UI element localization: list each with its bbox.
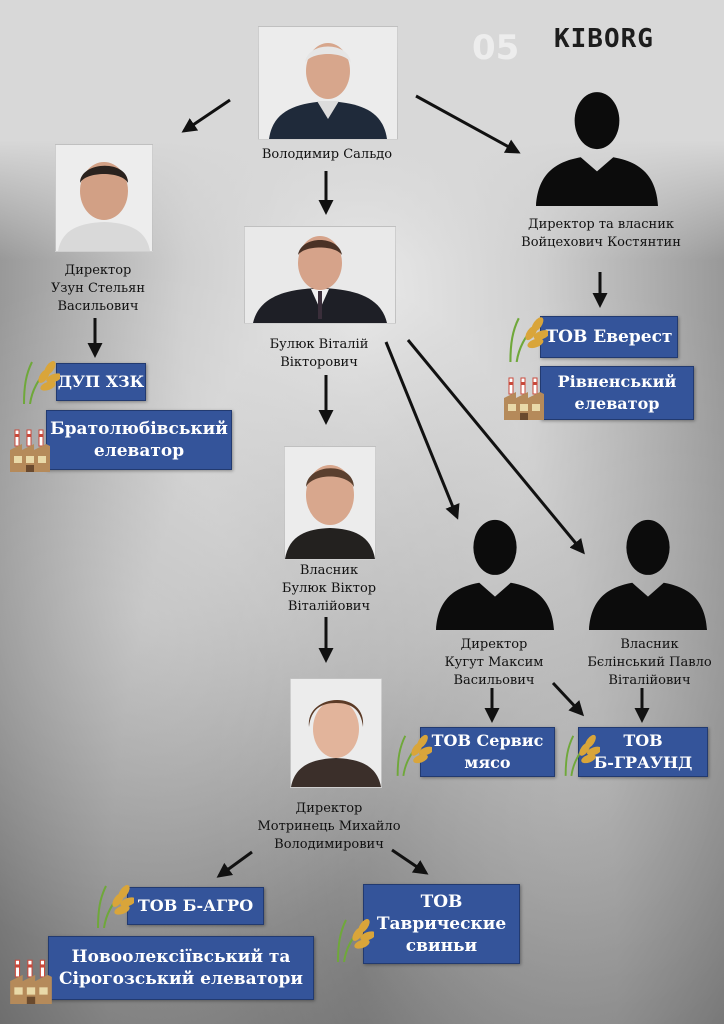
photo-saldo: [258, 26, 398, 140]
arrow-kuhut-bhraund: [551, 681, 585, 717]
company-bratoliubivskyi: Братолюбівський елеватор: [46, 410, 232, 470]
label-kostiantyn: Директор та власник Войцехович Костянтин: [521, 217, 681, 250]
arrow-motrynets-bahro: [216, 850, 253, 878]
wheat-icon: [558, 730, 600, 776]
wheat-icon: [16, 356, 60, 404]
silhouette-kostiantyn: [536, 84, 658, 206]
silhouette-kuhut: [436, 512, 554, 630]
label-uzun: Директор Узун Стельян Васильович: [51, 263, 145, 314]
photo-motrynets: [290, 678, 382, 788]
company-servis-miaso: ТОВ Сервис мясо: [420, 727, 555, 777]
arrow-buliuk-kuhut: [384, 341, 460, 520]
company-tavricheskie: ТОВ Таврические свиньи: [363, 884, 520, 964]
factory-icon: [8, 424, 52, 472]
company-rivnenskyi: Рівненський елеватор: [540, 366, 694, 420]
label-saldo: Володимир Сальдо: [261, 147, 393, 162]
arrow-buliuk-bielinskyi: [406, 339, 585, 555]
photo-buliuk-viktor: [284, 446, 376, 560]
company-dup-hzk: ДУП ХЗК: [56, 363, 146, 401]
company-novooleksiivskyi: Новоолексіївський та Сірогозський елеват…: [48, 936, 314, 1000]
factory-icon: [502, 372, 546, 420]
arrow-saldo-kostiantyn: [415, 94, 521, 154]
company-everest: ТОВ Еверест: [540, 316, 678, 358]
factory-icon: [8, 954, 54, 1004]
silhouette-bielinskyi: [589, 512, 707, 630]
photo-buliuk-vitalii: [244, 226, 396, 324]
wheat-icon: [330, 914, 374, 962]
wheat-icon: [90, 880, 134, 928]
label-motrynets: Директор Мотринець Михайло Володимирович: [257, 801, 401, 852]
photo-uzun: [55, 144, 153, 252]
arrow-motrynets-tavricheskie: [391, 848, 429, 875]
label-bielinskyi: Власник Бєлінський Павло Віталійович: [587, 637, 712, 688]
company-b-ahro: ТОВ Б-АГРО: [127, 887, 264, 925]
wheat-icon: [502, 312, 548, 362]
wheat-icon: [390, 730, 432, 776]
brand-logo: KIBORG: [554, 24, 654, 54]
watermark-logo: 05: [472, 28, 520, 68]
label-kuhut: Директор Кугут Максим Васильович: [444, 637, 544, 688]
arrow-saldo-uzun: [181, 98, 231, 133]
label-buliuk-vitalii: Булюк Віталій Вікторович: [269, 337, 369, 370]
label-buliuk-viktor: Власник Булюк Віктор Віталійович: [281, 563, 377, 614]
